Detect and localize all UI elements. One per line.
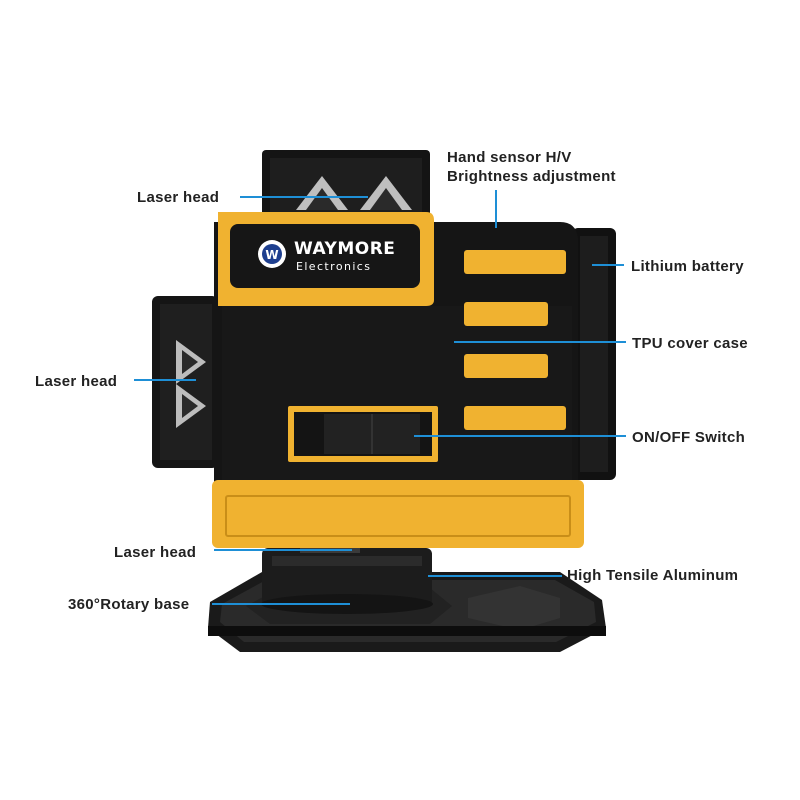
label-laser-head-top: Laser head — [137, 189, 220, 206]
keypad — [464, 250, 566, 430]
label-laser-head-bottom: Laser head — [114, 544, 197, 561]
lithium-battery-pack — [572, 228, 616, 480]
brand-logo: W WAYMORE Electronics — [258, 239, 395, 273]
label-rotary-base: 360°Rotary base — [68, 596, 190, 613]
top-laser-head — [262, 150, 430, 220]
leader-lines — [134, 190, 626, 605]
label-tpu-cover: TPU cover case — [632, 335, 748, 352]
label-hand-sensor-line2: Brightness adjustment — [447, 168, 616, 185]
brand-logo-glyph: W — [265, 248, 278, 262]
label-hand-sensor-line1: Hand sensor H/V — [447, 149, 572, 166]
brand-sub: Electronics — [296, 260, 371, 273]
label-on-off-switch: ON/OFF Switch — [632, 429, 746, 446]
label-lithium-battery: Lithium battery — [631, 258, 744, 275]
label-laser-head-left: Laser head — [35, 373, 118, 390]
on-off-switch — [288, 406, 438, 462]
left-laser-head — [152, 296, 218, 468]
label-aluminum: High Tensile Aluminum — [567, 567, 739, 584]
brand-name: WAYMORE — [294, 239, 395, 259]
